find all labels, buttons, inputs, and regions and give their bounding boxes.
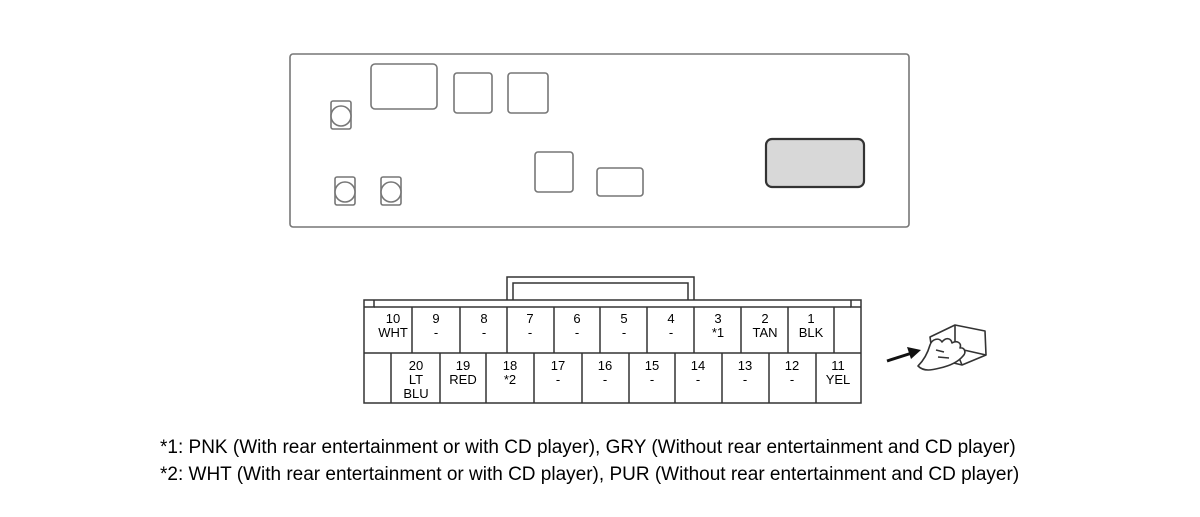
unit-port [453,72,493,114]
pin-number: 11 [831,358,845,373]
wire-color: - [434,325,438,340]
wire-color: - [743,372,747,387]
unit-back-panel [289,53,910,228]
pin-15: 15 - [645,358,659,387]
wire-color: - [575,325,579,340]
wire-color: YEL [826,372,851,387]
wire-color: TAN [752,325,777,340]
pin-number: 20 [409,358,423,373]
wire-color: - [622,325,626,340]
pin-number: 7 [526,311,533,326]
pin-4: 4 - [667,311,674,340]
unit-port [370,63,438,110]
pin-number: 12 [785,358,799,373]
wire-color: WHT [378,325,408,340]
wire-color-line2: BLU [403,386,428,401]
pin-18: 18 *2 [503,358,517,387]
unit-housing [289,53,910,228]
wire-color: *1 [712,325,724,340]
pin-number: 13 [738,358,752,373]
pin-number: 10 [386,311,400,326]
pin-number: 2 [761,311,768,326]
bottom-row-pins: 20 LT BLU 19 RED 18 *2 17 - 16 - 15 - 14… [403,358,850,401]
pin-6: 6 - [573,311,580,340]
pin-3: 3 *1 [712,311,724,340]
unit-port [534,151,574,193]
connector-lock-tab [506,276,695,300]
top-row-pins: 10 WHT 9 - 8 - 7 - 6 - 5 - 4 - 3 *1 [378,311,823,340]
pin-5: 5 - [620,311,627,340]
unit-port [596,167,644,197]
target-connector-socket [764,137,866,189]
wire-color: LT [409,372,423,387]
pin-number: 5 [620,311,627,326]
wire-color: - [669,325,673,340]
wire-color: - [603,372,607,387]
top-row-dividers [411,307,835,353]
pin-7: 7 - [526,311,533,340]
view-direction-hand-icon [917,324,987,371]
pin-number: 18 [503,358,517,373]
footnote-1: *1: PNK (With rear entertainment or with… [160,437,1016,458]
wire-color: BLK [799,325,824,340]
pin-11: 11 YEL [826,358,851,387]
antenna-jack-icon [380,176,402,206]
pin-number: 4 [667,311,674,326]
pin-number: 17 [551,358,565,373]
bottom-row-dividers [390,353,817,403]
pin-number: 14 [691,358,705,373]
connector-right-key [850,300,861,308]
antenna-jack-icon [330,100,352,130]
pin-number: 9 [432,311,439,326]
pin-1: 1 BLK [799,311,824,340]
hand-icon [917,337,966,371]
wire-color: - [790,372,794,387]
footnote-2: *2: WHT (With rear entertainment or with… [160,464,1020,485]
pin-9: 9 - [432,311,439,340]
pin-12: 12 - [785,358,799,387]
pin-number: 3 [714,311,721,326]
pin-10: 10 WHT [378,311,408,340]
wire-color: *2 [504,372,516,387]
pin-16: 16 - [598,358,612,387]
wire-color: - [528,325,532,340]
pin-20: 20 LT BLU [403,358,428,401]
pin-8: 8 - [480,311,487,340]
connector-outline [363,299,862,404]
wire-color: - [556,372,560,387]
pin-number: 16 [598,358,612,373]
antenna-jack-icon [334,176,356,206]
wire-color: RED [449,372,476,387]
connector-left-key [364,300,375,308]
pin-number: 8 [480,311,487,326]
wire-color: - [696,372,700,387]
wire-color: - [650,372,654,387]
wire-color: - [482,325,486,340]
pin-13: 13 - [738,358,752,387]
pin-2: 2 TAN [752,311,777,340]
arrow-icon [886,347,921,363]
connector-face [363,276,862,404]
pin-number: 1 [807,311,814,326]
pin-14: 14 - [691,358,705,387]
pin-number: 15 [645,358,659,373]
pin-number: 6 [573,311,580,326]
pin-number: 19 [456,358,470,373]
pin-17: 17 - [551,358,565,387]
unit-port [507,72,549,114]
pin-19: 19 RED [449,358,476,387]
